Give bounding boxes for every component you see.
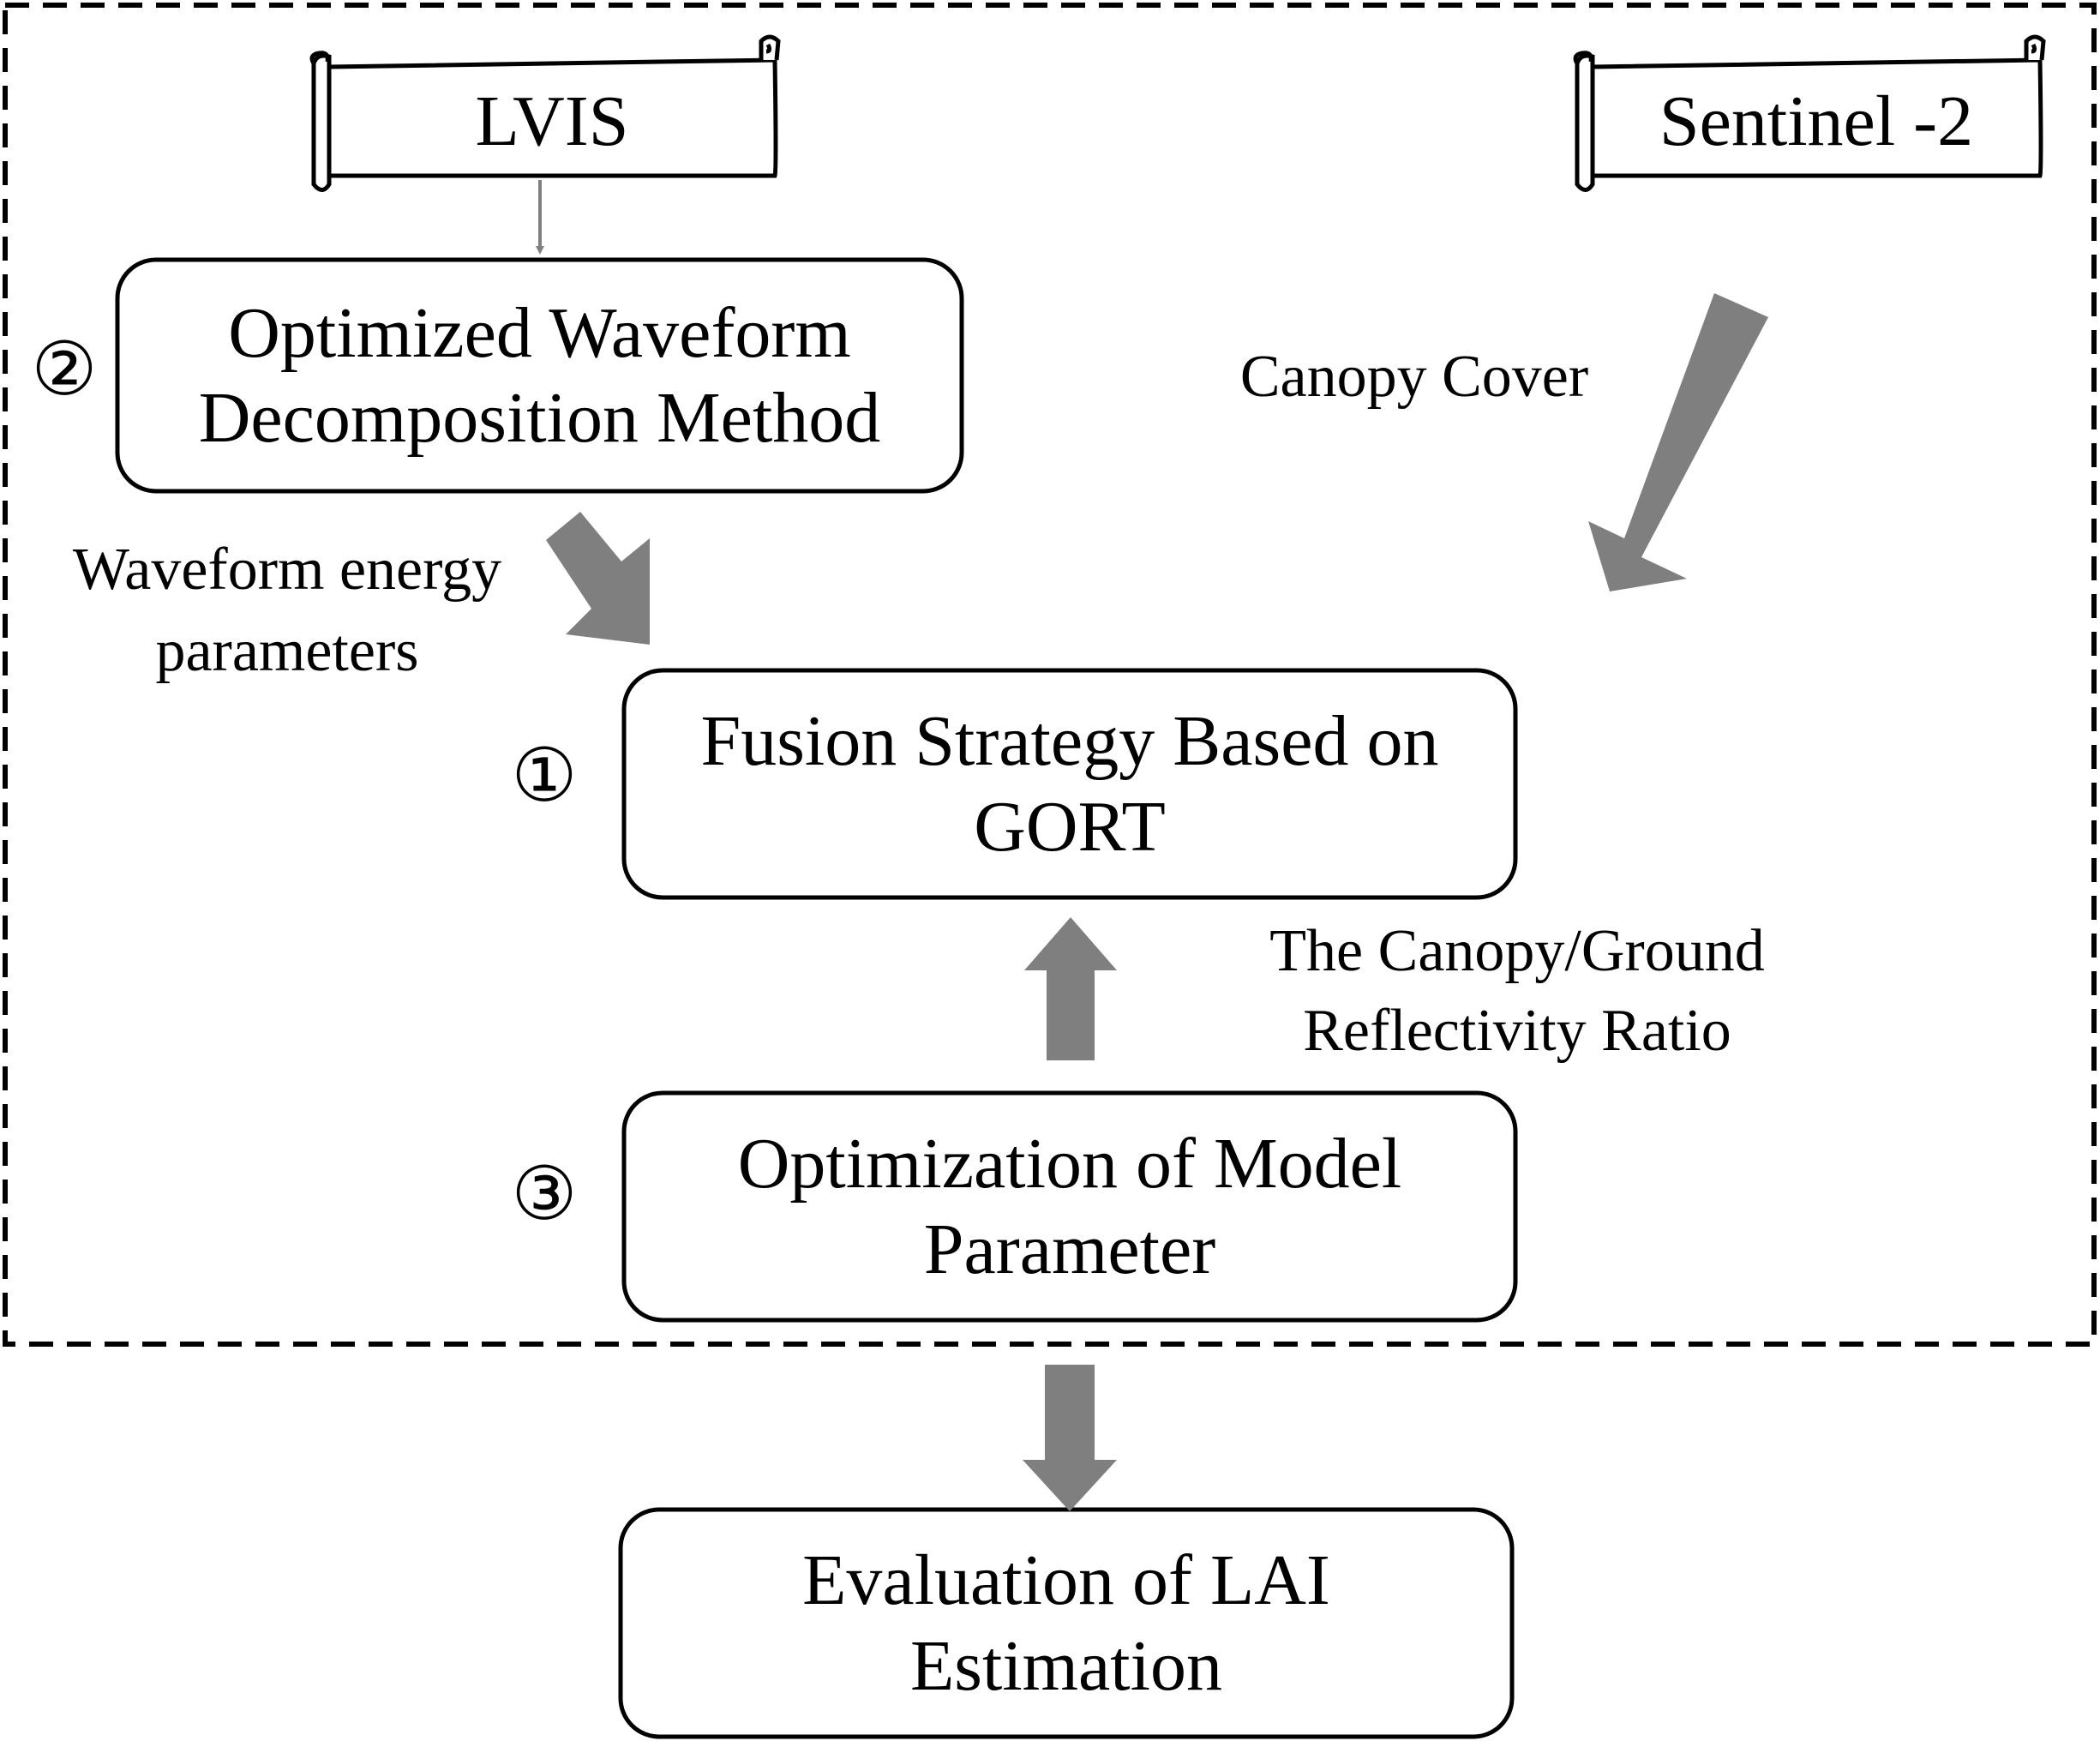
fusion-step-marker: ①	[511, 733, 578, 819]
evaluation-box-line2: Estimation	[910, 1625, 1222, 1706]
optimization-to-evaluation-arrow	[1023, 1365, 1117, 1511]
reflectivity-ratio-line1: The Canopy/Ground	[1269, 918, 1765, 984]
dashed-group-boundary	[3, 3, 2097, 1347]
fusion-box-line1: Fusion Strategy Based on	[700, 701, 1439, 782]
optimization-step-marker: ③	[511, 1151, 578, 1237]
sentinel-source-text: Sentinel -2	[1659, 81, 1974, 161]
reflectivity-ratio-label: The Canopy/Ground Reflectivity Ratio	[1217, 911, 1817, 1071]
evaluation-box	[618, 1507, 1515, 1739]
optimization-box-line1: Optimization of Model	[737, 1124, 1402, 1204]
sentinel-to-fusion-arrow	[1588, 293, 1768, 591]
lvis-source-label: LVIS	[329, 67, 775, 176]
optimization-box-label: Optimization of Model Parameter	[624, 1093, 1515, 1320]
evaluation-box-label: Evaluation of LAI Estimation	[621, 1510, 1512, 1737]
waveform-to-fusion-arrow	[546, 512, 650, 645]
fusion-box	[621, 668, 1518, 900]
waveform-step-marker: ②	[31, 327, 98, 412]
waveform-box	[115, 257, 964, 494]
waveform-energy-line2: parameters	[155, 617, 419, 684]
sentinel-source-label: Sentinel -2	[1593, 67, 2040, 176]
waveform-box-line1: Optimized Waveform	[228, 292, 851, 373]
optimization-to-fusion-arrow	[1024, 917, 1117, 1060]
evaluation-box-line1: Evaluation of LAI	[802, 1540, 1330, 1621]
sentinel-scroll-shape	[1573, 34, 2046, 192]
lvis-scroll-shape	[309, 34, 781, 192]
canopy-cover-label: Canopy Cover	[1239, 344, 1589, 410]
waveform-energy-label: Waveform energy parameters	[26, 530, 549, 692]
optimization-box	[621, 1090, 1518, 1323]
reflectivity-ratio-line2: Reflectivity Ratio	[1303, 998, 1731, 1065]
lvis-source-text: LVIS	[475, 81, 629, 161]
fusion-box-line2: GORT	[974, 786, 1166, 867]
waveform-energy-line1: Waveform energy	[72, 537, 502, 603]
waveform-box-line2: Decomposition Method	[198, 378, 881, 458]
fusion-box-label: Fusion Strategy Based on GORT	[624, 670, 1515, 898]
optimization-box-line2: Parameter	[923, 1209, 1216, 1289]
waveform-box-label: Optimized Waveform Decomposition Method	[117, 260, 962, 491]
